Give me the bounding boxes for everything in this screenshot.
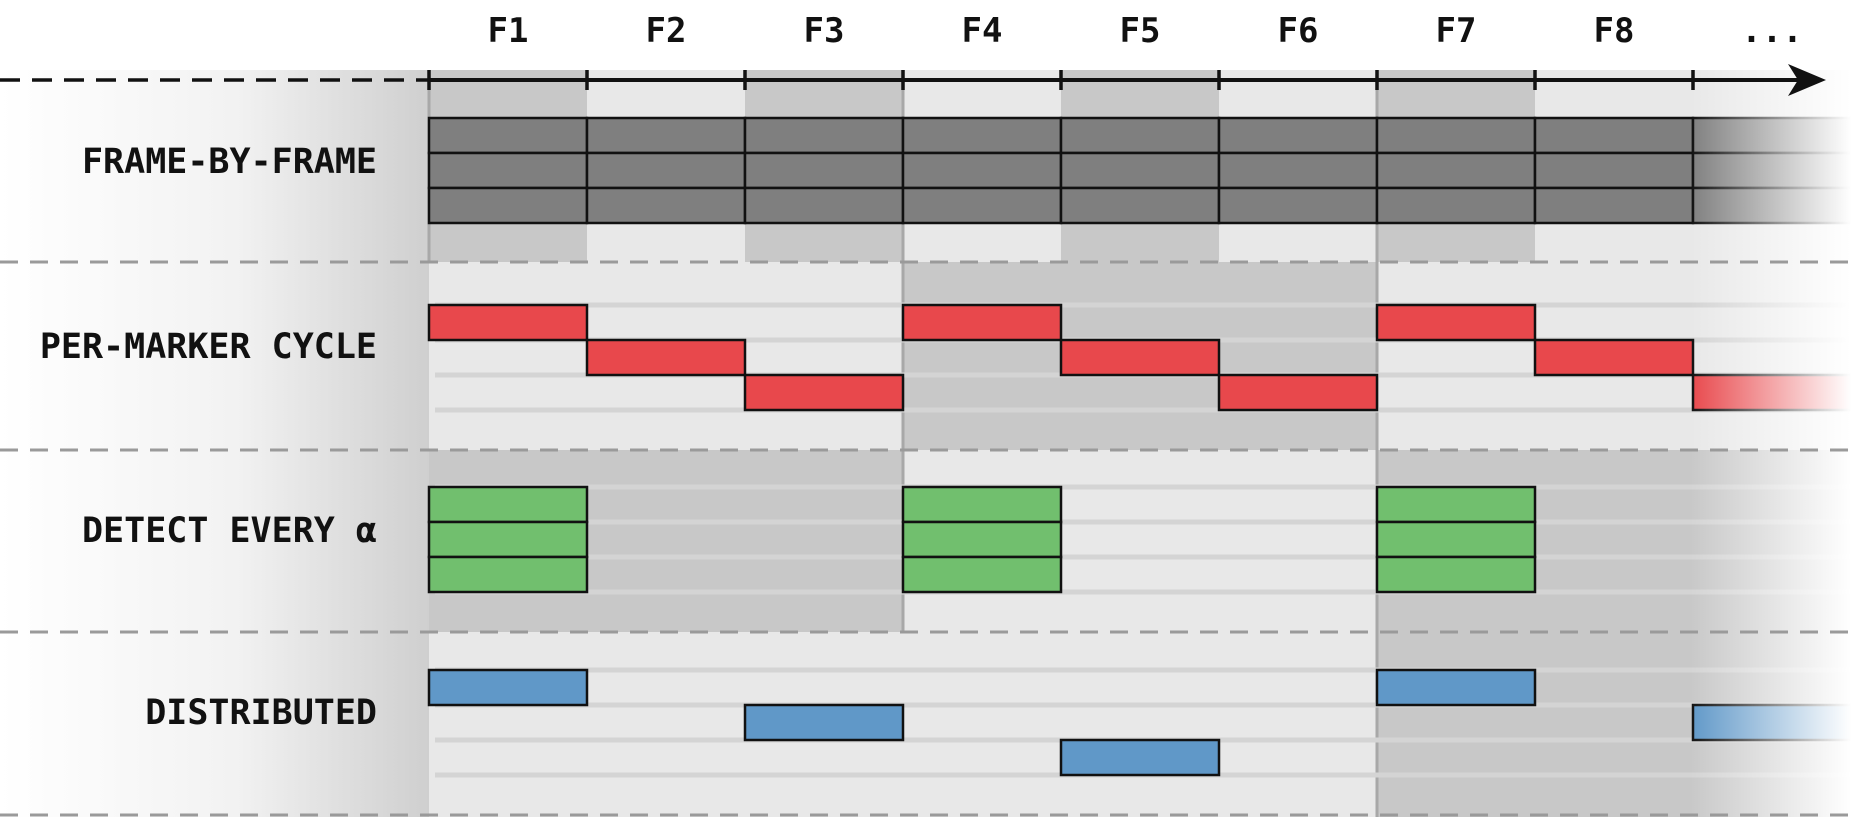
block-frame-by-frame-16 <box>1217 116 1379 155</box>
block-detect-every-7 <box>1375 485 1537 524</box>
row-label-frame-by-frame: FRAME-BY-FRAME <box>82 142 377 182</box>
block-per-marker-cycle-2 <box>585 338 747 377</box>
block-frame-by-frame-19 <box>1375 116 1537 155</box>
block-frame-by-frame-24 <box>1533 186 1695 225</box>
band-distributed-col-2 <box>587 632 745 817</box>
block-frame-by-frame-2 <box>427 151 589 190</box>
frame-label-7: F7 <box>1436 11 1477 51</box>
row-label-backgrounds <box>0 70 429 817</box>
band-detect-every-col-8 <box>1535 450 1693 632</box>
block-frame-by-frame-5 <box>585 151 747 190</box>
block-frame-by-frame-17 <box>1217 151 1379 190</box>
block-frame-by-frame-10 <box>901 116 1063 155</box>
block-per-marker-cycle-1 <box>427 303 589 342</box>
block-per-marker-cycle-3 <box>743 373 905 412</box>
block-frame-by-frame-11 <box>901 151 1063 190</box>
frame-label-9: ... <box>1741 11 1802 51</box>
frame-label-5: F5 <box>1120 11 1161 51</box>
block-distributed-4 <box>1375 668 1537 707</box>
block-detect-every-1 <box>427 485 589 524</box>
band-per-marker-cycle-col-1 <box>429 262 587 450</box>
row-label-bg-frame-by-frame <box>0 70 429 262</box>
block-per-marker-cycle-6 <box>1217 373 1379 412</box>
frame-label-2: F2 <box>646 11 687 51</box>
band-distributed-col-7 <box>1377 632 1535 817</box>
band-detect-every-col-6 <box>1219 450 1377 632</box>
block-detect-every-5 <box>901 520 1063 559</box>
block-frame-by-frame-14 <box>1059 151 1221 190</box>
block-frame-by-frame-23 <box>1533 151 1695 190</box>
row-label-bg-per-marker-cycle <box>0 262 429 450</box>
block-frame-by-frame-15 <box>1059 186 1221 225</box>
axis-arrowhead <box>1788 64 1826 96</box>
block-detect-every-9 <box>1375 555 1537 594</box>
row-label-per-marker-cycle: PER-MARKER CYCLE <box>40 327 377 367</box>
block-frame-by-frame-22 <box>1533 116 1695 155</box>
block-per-marker-cycle-8 <box>1533 338 1695 377</box>
block-distributed-2 <box>743 703 905 742</box>
right-fade-overlay <box>1690 70 1851 817</box>
time-axis <box>0 64 1826 96</box>
frame-label-8: F8 <box>1594 11 1635 51</box>
block-detect-every-8 <box>1375 520 1537 559</box>
band-distributed-col-8 <box>1535 632 1693 817</box>
block-detect-every-3 <box>427 555 589 594</box>
band-detect-every-col-5 <box>1061 450 1219 632</box>
band-per-marker-cycle-col-6 <box>1219 262 1377 450</box>
row-label-bg-detect-every <box>0 450 429 632</box>
band-per-marker-cycle-col-4 <box>903 262 1061 450</box>
block-per-marker-cycle-5 <box>1059 338 1221 377</box>
block-distributed-3 <box>1059 738 1221 777</box>
row-labels: FRAME-BY-FRAME PER-MARKER CYCLE DETECT EVE… <box>40 142 377 733</box>
band-detect-every-col-3 <box>745 450 903 632</box>
row-label-distributed: DISTRIBUTED <box>145 693 377 733</box>
block-frame-by-frame-20 <box>1375 151 1537 190</box>
block-frame-by-frame-13 <box>1059 116 1221 155</box>
block-frame-by-frame-8 <box>743 151 905 190</box>
frame-label-1: F1 <box>488 11 529 51</box>
frame-label-3: F3 <box>804 11 845 51</box>
block-per-marker-cycle-7 <box>1375 303 1537 342</box>
block-frame-by-frame-9 <box>743 186 905 225</box>
band-per-marker-cycle-col-3 <box>745 262 903 450</box>
block-per-marker-cycle-4 <box>901 303 1063 342</box>
row-dividers <box>0 260 1851 817</box>
block-frame-by-frame-12 <box>901 186 1063 225</box>
block-frame-by-frame-21 <box>1375 186 1537 225</box>
block-frame-by-frame-6 <box>585 186 747 225</box>
block-frame-by-frame-3 <box>427 186 589 225</box>
band-distributed-col-4 <box>903 632 1061 817</box>
block-frame-by-frame-4 <box>585 116 747 155</box>
row-label-bg-distributed <box>0 632 429 817</box>
frame-label-6: F6 <box>1278 11 1319 51</box>
band-detect-every-col-2 <box>587 450 745 632</box>
block-detect-every-2 <box>427 520 589 559</box>
frame-label-4: F4 <box>962 11 1003 51</box>
block-frame-by-frame-18 <box>1217 186 1379 225</box>
band-distributed-col-5 <box>1061 632 1219 817</box>
block-frame-by-frame-7 <box>743 116 905 155</box>
band-distributed-col-6 <box>1219 632 1377 817</box>
block-detect-every-4 <box>901 485 1063 524</box>
band-distributed-col-1 <box>429 632 587 817</box>
block-distributed-1 <box>427 668 589 707</box>
block-frame-by-frame-1 <box>427 116 589 155</box>
band-per-marker-cycle-col-7 <box>1377 262 1535 450</box>
block-detect-every-6 <box>901 555 1063 594</box>
frame-labels: F1 F2 F3 F4 F5 F6 F7 F8... <box>488 11 1803 51</box>
row-label-detect-every: DETECT EVERY α <box>82 511 377 551</box>
